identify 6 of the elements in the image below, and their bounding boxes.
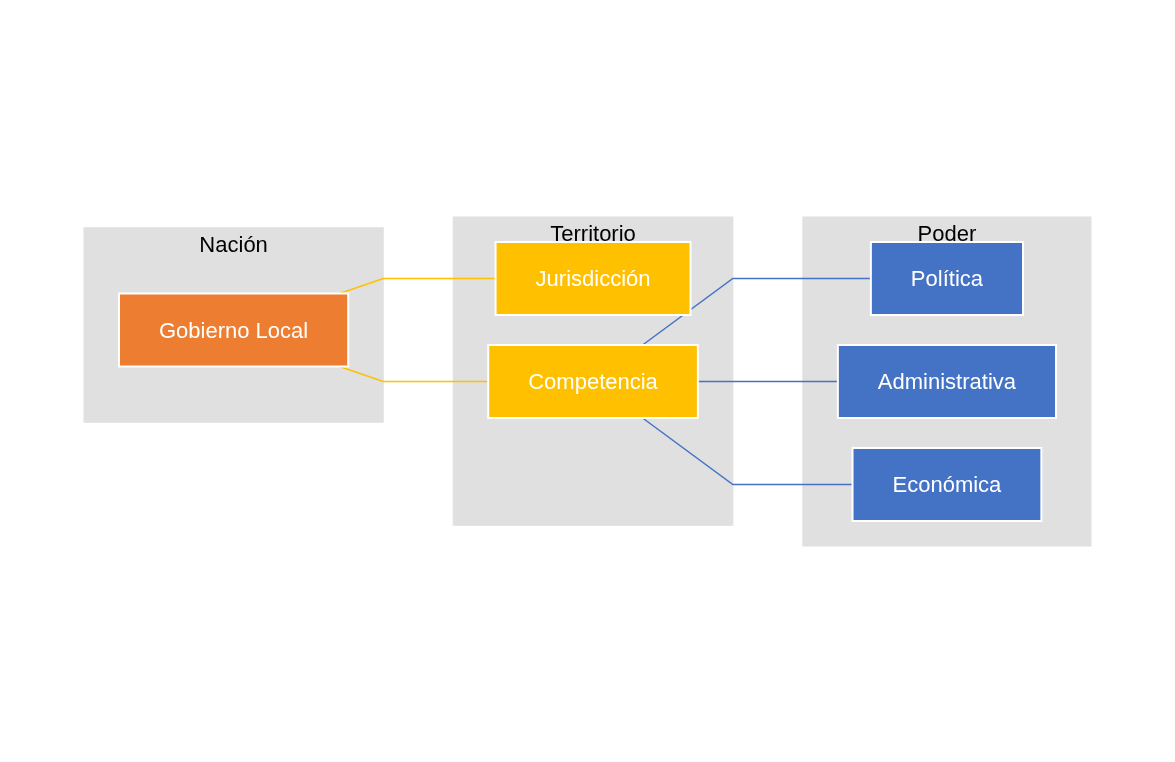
node-box: Jurisdicción	[494, 240, 692, 316]
node-box: Administrativa	[836, 343, 1057, 419]
node-box: Competencia	[487, 343, 699, 419]
node-box: Política	[869, 240, 1024, 316]
node-box: Económica	[851, 446, 1043, 522]
node-box: Gobierno Local	[118, 292, 350, 367]
